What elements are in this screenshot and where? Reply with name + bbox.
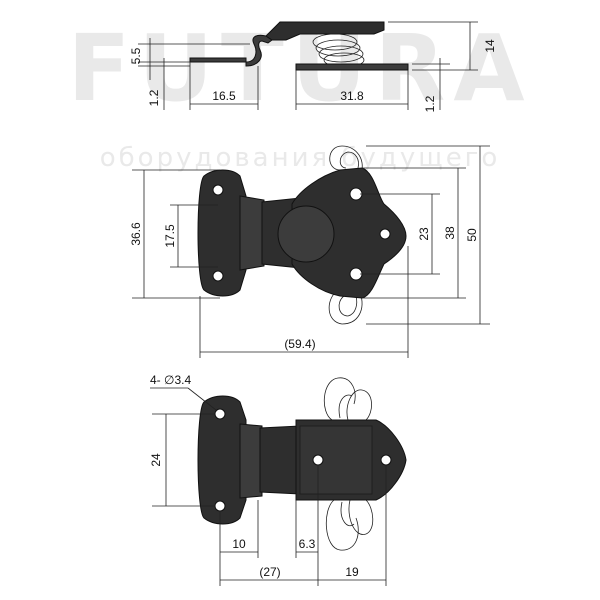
closed-hinge-hole-top — [214, 408, 226, 420]
dim-total-height: 50 — [465, 228, 479, 242]
open-hinge-barrel — [239, 195, 265, 271]
open-upper-loop — [329, 145, 363, 171]
closed-hasp-hole — [312, 454, 324, 466]
closed-hasp-tip-hole — [380, 454, 392, 466]
open-hasp-body — [291, 167, 407, 299]
dim-hinge-height: 36.6 — [129, 222, 143, 246]
open-hinge-plate — [197, 169, 247, 297]
side-view — [138, 21, 478, 110]
dim-hole-offset: 6.3 — [299, 537, 316, 551]
side-upper-body — [265, 21, 385, 41]
dim-total-length: (59.4) — [284, 337, 315, 351]
closed-upper-coil — [324, 377, 372, 421]
closed-view — [150, 377, 407, 586]
side-left-plate — [189, 57, 247, 63]
dim-rise: 5.5 — [129, 47, 143, 64]
watermark-tagline: оборудования будущего — [100, 143, 501, 173]
side-bend — [245, 34, 273, 67]
dim-thickness-right: 1.2 — [423, 95, 437, 112]
open-hasp-boss — [277, 205, 335, 263]
open-view — [132, 145, 490, 358]
open-lower-loop — [328, 291, 363, 325]
dim-hole-spacing: 24 — [149, 453, 163, 467]
dim-hinge-hole-spacing: 17.5 — [163, 224, 177, 248]
dim-left-length: 16.5 — [212, 89, 236, 103]
closed-strap — [259, 425, 301, 495]
closed-hinge-hole-bottom — [214, 500, 226, 512]
side-right-plate — [295, 63, 409, 71]
closed-hinge-barrel — [239, 423, 263, 499]
dim-hasp-height: 38 — [443, 226, 457, 240]
dim-hasp-hole-spacing: 23 — [417, 227, 431, 241]
side-spring — [312, 33, 365, 68]
closed-lower-coil — [325, 499, 374, 551]
dim-height: 14 — [483, 39, 497, 53]
dim-hinge-offset: 10 — [232, 537, 246, 551]
dim-hinge-to-hole: (27) — [259, 565, 280, 579]
dim-hole-to-end: 19 — [345, 565, 359, 579]
hole-callout: 4- ∅3.4 — [150, 373, 191, 387]
dim-right-length: 31.8 — [340, 89, 364, 103]
dim-thickness-left: 1.2 — [147, 89, 161, 106]
